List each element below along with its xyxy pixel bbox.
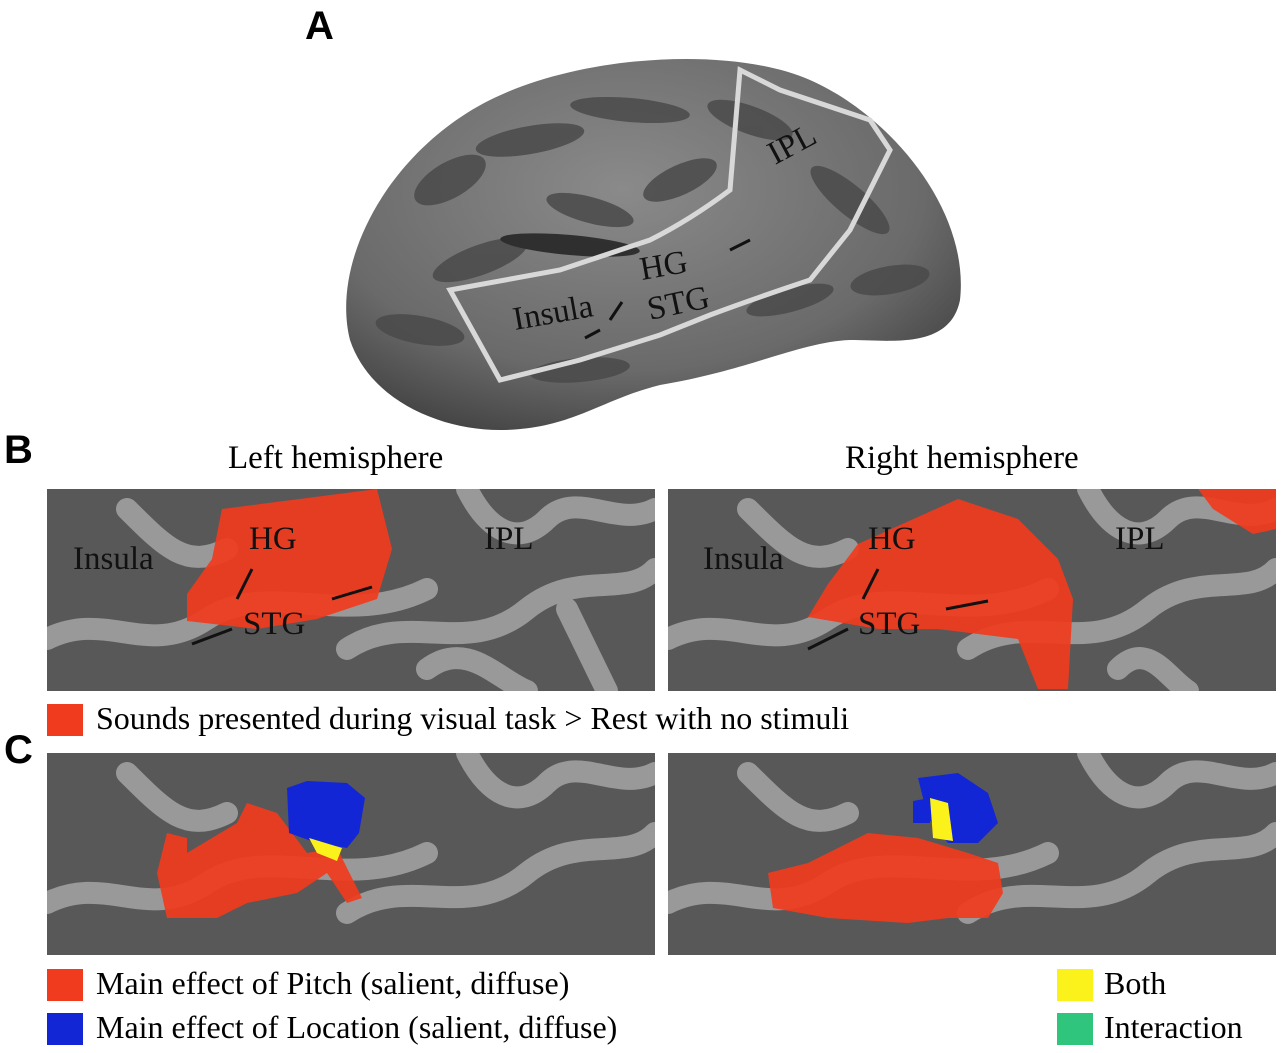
legend-label-pitch: Main effect of Pitch (salient, diffuse) [96,965,570,1001]
sounds-activation-right-corner [1198,489,1276,534]
both-effect-left [309,838,342,861]
legend-swatch-both [1057,969,1093,1001]
b-left-label-insula: Insula [73,541,154,577]
legend-swatch-sounds [47,704,83,736]
both-effect-right [930,798,953,841]
left-hemisphere-title: Left hemisphere [228,440,444,476]
b-right-label-insula: Insula [703,541,784,577]
flatmap-c-right [668,753,1276,955]
b-right-label-stg: STG [858,606,920,642]
legend-swatch-location [47,1013,83,1045]
b-right-label-ipl: IPL [1115,521,1165,557]
panel-c-letter: C [4,728,33,772]
region-outline [446,66,893,383]
sounds-activation-right [808,499,1073,689]
b-right-label-hg: HG [868,521,916,557]
flatmap-b-right: Insula HG STG IPL [668,489,1276,691]
legend-label-interaction: Interaction [1104,1009,1243,1045]
legend-label-location: Main effect of Location (salient, diffus… [96,1009,618,1045]
legend-label-both: Both [1104,965,1167,1001]
b-left-label-ipl: IPL [484,521,534,557]
legend-label-sounds: Sounds presented during visual task > Re… [96,700,850,736]
legend-swatch-pitch [47,969,83,1001]
pitch-effect-left [157,803,362,918]
b-left-label-stg: STG [243,606,305,642]
flatmap-c-left [47,753,655,955]
label-hg: HG [637,244,690,288]
b-left-label-hg: HG [249,521,297,557]
panel-a-letter: A [305,4,334,48]
panel-b-letter: B [4,428,33,472]
pitch-effect-right [768,833,1003,923]
flatmap-b-left: Insula HG STG IPL [47,489,655,691]
inflated-brain-surface: IPL HG STG Insula [346,58,961,431]
right-hemisphere-title: Right hemisphere [845,440,1079,476]
legend-swatch-interaction [1057,1013,1093,1045]
location-effect-left [287,781,365,848]
sulci-pattern [375,96,930,383]
